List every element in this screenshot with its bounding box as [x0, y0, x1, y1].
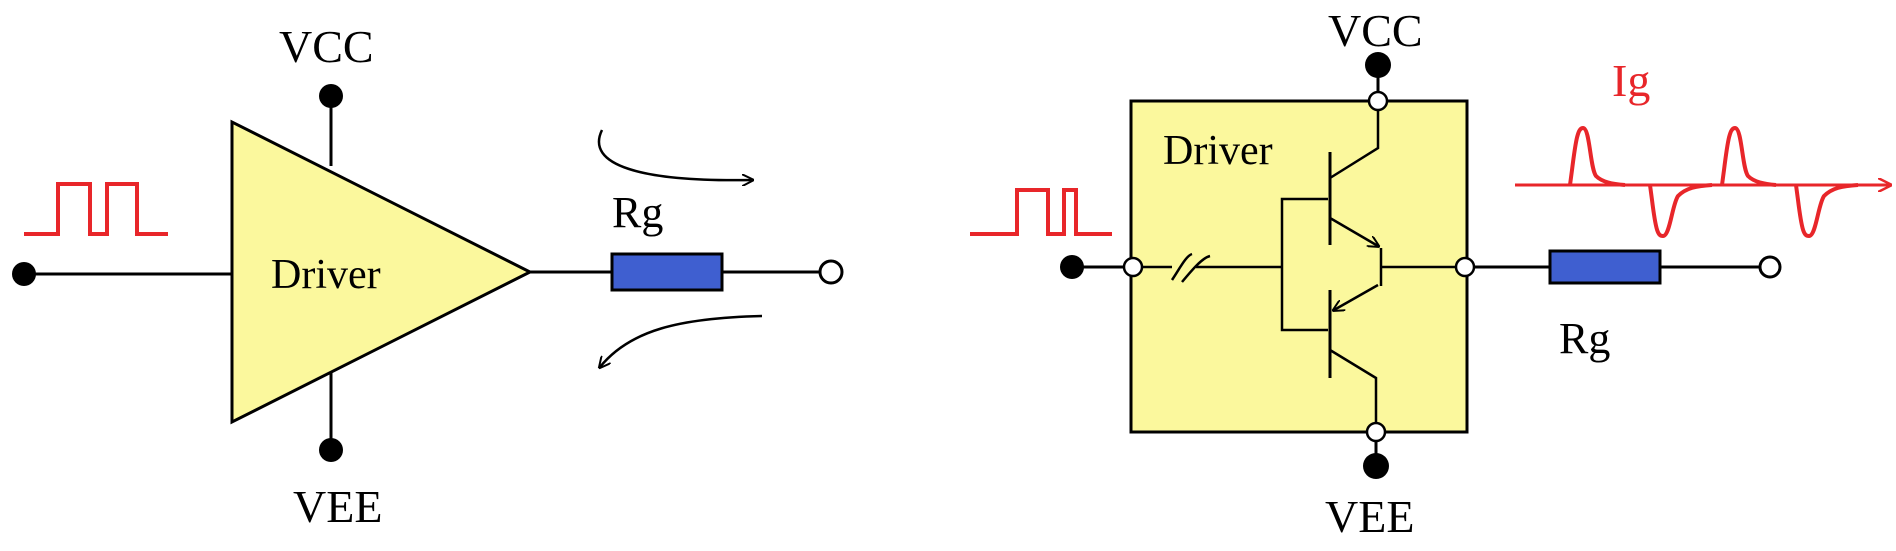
square-pulse-icon — [24, 182, 168, 236]
right-vcc-label: VCC — [1328, 5, 1423, 56]
totem-pole-transistors — [1280, 110, 1456, 423]
vcc-node — [1365, 52, 1391, 78]
left-circuit: Driver VCC VEE Rg — [12, 21, 844, 532]
left-driver-label: Driver — [271, 252, 381, 298]
input-pin — [1122, 256, 1144, 278]
vee-node — [1363, 453, 1389, 479]
ig-label: Ig — [1612, 55, 1650, 106]
squiggle-icon — [1170, 252, 1282, 283]
vee-node — [319, 438, 343, 462]
vee-pin — [1365, 421, 1387, 443]
square-pulse-icon — [970, 188, 1112, 236]
right-driver-label: Driver — [1163, 128, 1273, 174]
output-terminal — [1758, 255, 1782, 279]
current-arrow-icon — [597, 129, 752, 180]
right-circuit: Driver VCC VEE — [970, 5, 1890, 542]
gate-resistor — [610, 252, 724, 292]
output-terminal — [818, 259, 844, 285]
gate-current-waveform-icon — [1515, 125, 1890, 239]
right-rg-label: Rg — [1559, 314, 1610, 363]
left-vcc-label: VCC — [279, 21, 374, 72]
vcc-pin — [1367, 90, 1389, 112]
output-pin — [1454, 256, 1476, 278]
driver-amplifier — [230, 119, 534, 425]
gate-resistor — [1548, 249, 1662, 285]
vcc-node — [319, 84, 343, 108]
left-vee-label: VEE — [293, 481, 382, 532]
current-arrow-icon — [600, 314, 763, 367]
right-vee-label: VEE — [1325, 491, 1414, 542]
left-rg-label: Rg — [612, 188, 663, 237]
